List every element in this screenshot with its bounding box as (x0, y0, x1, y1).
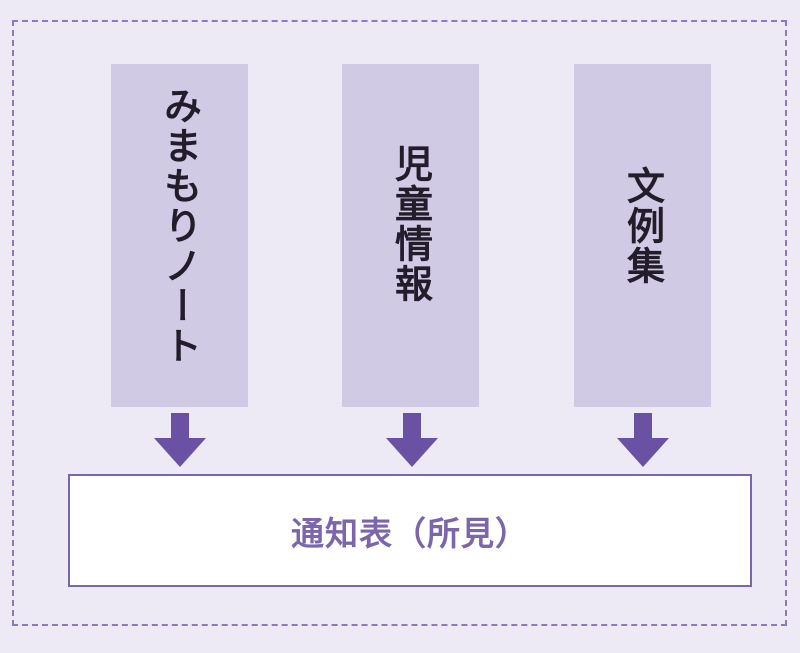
arrow-down-icon (386, 413, 438, 467)
source-label: 文例集 (620, 166, 665, 286)
target-label: 通知表（所見） (291, 513, 529, 553)
dashed-outer-frame (12, 20, 787, 626)
source-box-mimamori-note: みまもりノート (111, 64, 248, 407)
source-label: みまもりノート (157, 86, 202, 366)
source-label: 児童情報 (388, 144, 433, 304)
source-box-jido-joho: 児童情報 (342, 64, 479, 407)
target-box-tsuchihyo: 通知表（所見） (68, 474, 752, 587)
source-box-bunreishu: 文例集 (574, 64, 711, 407)
arrow-down-icon (617, 413, 669, 467)
arrow-down-icon (154, 413, 206, 467)
